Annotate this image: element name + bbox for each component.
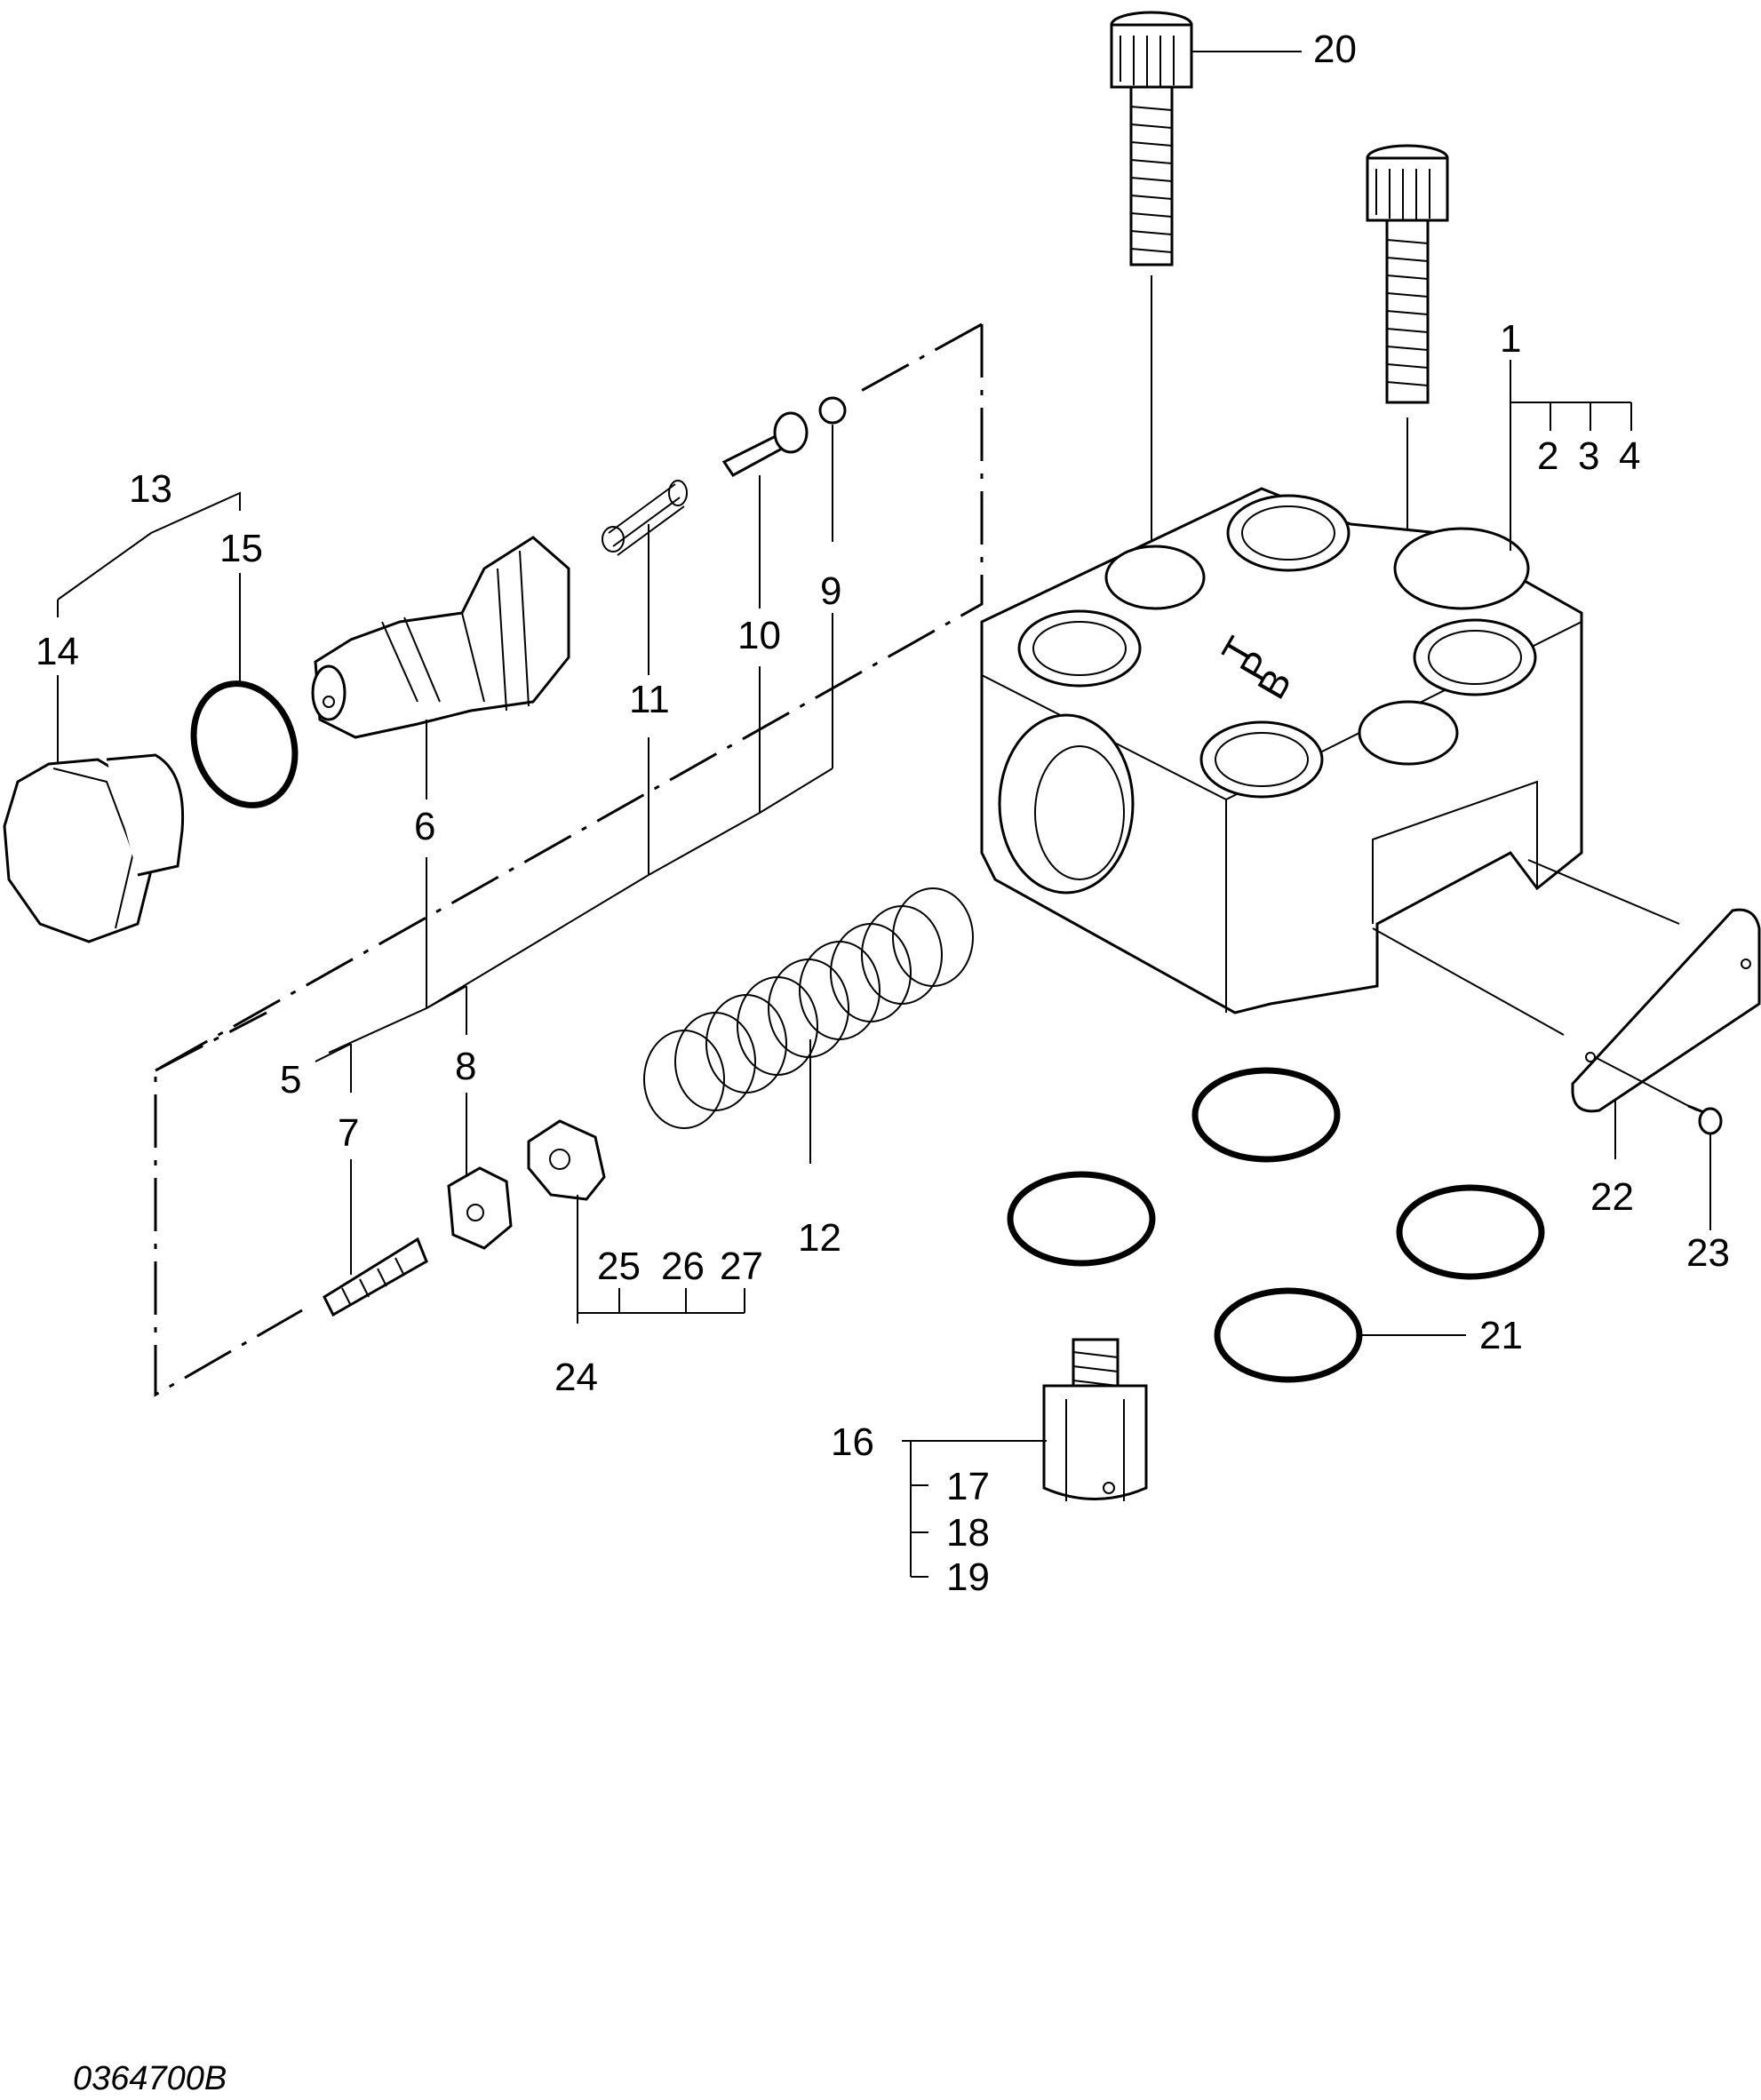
callout-5: 5 [280,1058,301,1102]
o-ring-15 [190,680,299,808]
cap-screw-second [1366,144,1449,404]
ball-9 [818,396,847,425]
callout-24: 24 [554,1356,598,1399]
o-ring-21-c [1396,1184,1545,1280]
callout-14: 14 [36,630,79,673]
pin-10 [721,411,809,477]
assembly-envelope [154,322,984,1397]
drawing-code: 0364700B [73,2060,227,2097]
callout-21: 21 [1479,1314,1523,1357]
callout-10: 10 [737,614,781,657]
callout-4: 4 [1619,434,1640,478]
callout-17: 17 [946,1465,990,1508]
callout-3: 3 [1578,434,1599,478]
cover-plate [1571,908,1761,1113]
callout-19: 19 [946,1555,990,1599]
plate-assembly-lines [1372,859,1698,1111]
nut-8 [447,1166,513,1250]
callout-12: 12 [798,1216,841,1260]
callout-8: 8 [455,1045,476,1088]
leader-lines [57,51,1711,1578]
callout-18: 18 [946,1511,990,1555]
callout-6: 6 [414,805,435,848]
callout-11: 11 [629,678,670,721]
callout-27: 27 [720,1245,763,1288]
cartridge-6 [311,536,570,739]
callout-26: 26 [661,1245,705,1288]
callout-22: 22 [1590,1175,1634,1219]
callout-2: 2 [1537,434,1558,478]
cap-screw-20 [1110,11,1193,266]
callout-13: 13 [129,467,172,511]
callout-9: 9 [820,569,841,613]
callout-23: 23 [1686,1231,1730,1275]
callout-25: 25 [597,1245,641,1288]
valve-body [980,487,1583,1014]
fitting-16 [1042,1338,1148,1501]
plug-14 [3,753,185,943]
o-ring-21-b [1007,1171,1156,1267]
o-ring-21-d [1214,1287,1363,1383]
small-spring-11 [602,480,688,556]
callout-7: 7 [338,1111,359,1155]
callout-16: 16 [831,1420,874,1464]
callout-20: 20 [1313,28,1357,71]
callout-15: 15 [219,527,263,570]
small-screw-23 [1687,1104,1723,1135]
lock-nut-24 [527,1119,606,1201]
callout-1: 1 [1500,317,1521,361]
o-ring-21-a [1191,1067,1341,1163]
large-spring-12 [643,887,974,1129]
set-screw-7 [323,1237,428,1317]
